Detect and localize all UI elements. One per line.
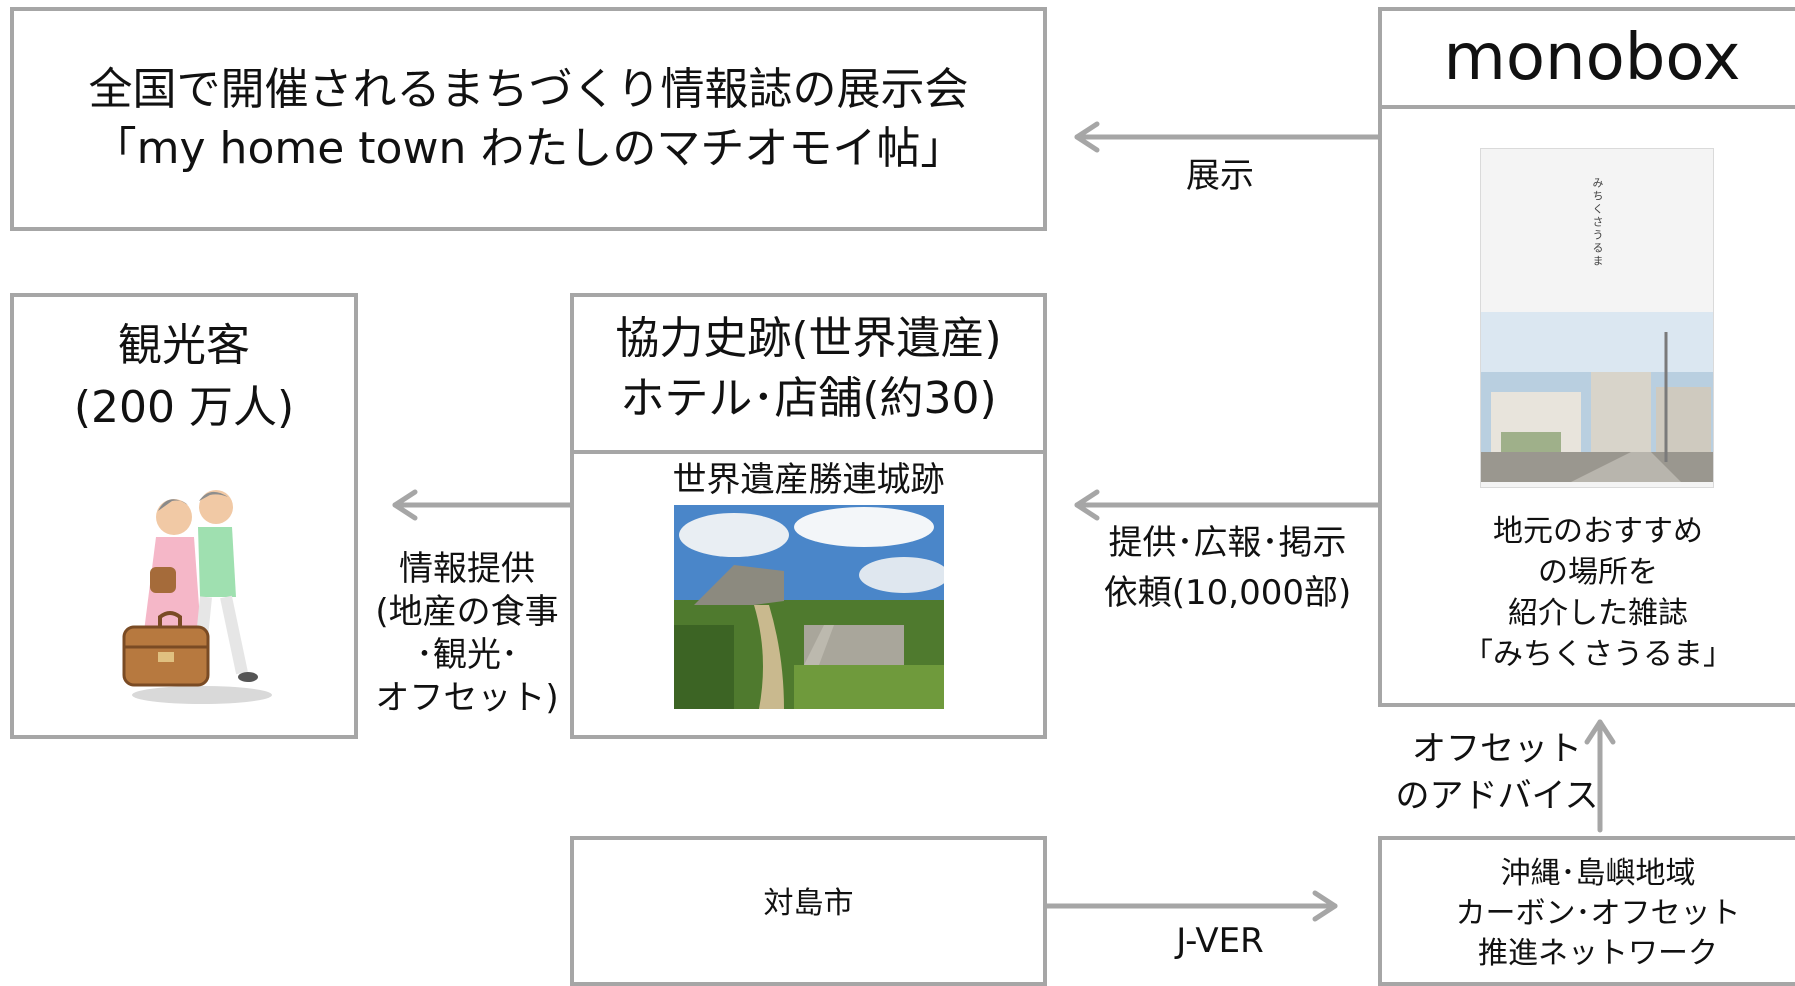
partners-box: 協力史跡(世界遺産) ホテル･店舗(約30) 世界遺産勝連城跡 <box>570 293 1047 739</box>
network-line: 沖縄･島嶼地域 <box>1500 856 1696 891</box>
arrow-jver-head <box>1312 890 1338 922</box>
travelers-illustration <box>122 490 272 704</box>
partners-line2: ホテル･店舗(約30) <box>620 373 997 424</box>
arrow-label-jver: J-VER <box>1176 921 1264 961</box>
monobox-title: monobox <box>1443 21 1741 95</box>
arrow-exhibit-head <box>1074 121 1100 153</box>
info-line: 情報提供 <box>399 549 535 589</box>
network-line: カーボン･オフセット <box>1455 896 1741 931</box>
info-line: (地産の食事 <box>375 592 559 632</box>
advice-line: のアドバイス <box>1395 776 1599 816</box>
info-line: ･観光･ <box>416 635 518 675</box>
tourists-count: (200 万人) <box>73 382 295 433</box>
partners-divider <box>574 450 1043 454</box>
arrow-provide-head <box>1074 489 1100 521</box>
exhibition-line1: 全国で開催されるまちづくり情報誌の展示会 <box>88 63 969 115</box>
monobox-box: monobox みちくさうるま 地元のおすすめ の場所を 紹介した雑誌 「みちく… <box>1378 7 1795 707</box>
magazine-caption-line: 地元のおすすめ <box>1493 514 1703 549</box>
provide-line: 提供･広報･掲示 <box>1108 523 1347 563</box>
exhibition-box: 全国で開催されるまちづくり情報誌の展示会 「my home town わたしのマ… <box>10 7 1047 231</box>
tourists-box: 観光客 (200 万人) <box>10 293 358 739</box>
exhibition-line2: 「my home town わたしのマチオモイ帖」 <box>92 123 965 174</box>
magazine-caption-line: 「みちくさうるま」 <box>1463 637 1733 672</box>
castle-photo <box>674 505 944 709</box>
advice-line: オフセット <box>1412 729 1582 769</box>
arrow-label-provide: 提供･広報･掲示 依頼(10,000部) <box>1085 518 1370 618</box>
partners-label: 協力史跡(世界遺産) ホテル･店舗(約30) <box>574 309 1043 429</box>
magazine-caption-line: の場所を <box>1538 555 1658 590</box>
arrow-label-advice: オフセット のアドバイス <box>1372 726 1622 820</box>
partners-line1: 協力史跡(世界遺産) <box>615 313 1002 364</box>
arrow-label-info: 情報提供 (地産の食事 ･観光･ オフセット) <box>362 548 572 720</box>
tsushima-label: 対島市 <box>763 886 854 921</box>
arrow-label-exhibit: 展示 <box>1186 156 1254 196</box>
provide-line: 依頼(10,000部) <box>1103 573 1352 613</box>
network-box: 沖縄･島嶼地域 カーボン･オフセット 推進ネットワーク <box>1378 836 1795 986</box>
magazine-street-photo <box>1481 312 1713 482</box>
magazine-caption: 地元のおすすめ の場所を 紹介した雑誌 「みちくさうるま」 <box>1382 511 1795 675</box>
site-label: 世界遺産勝連城跡 <box>672 460 945 500</box>
network-line: 推進ネットワーク <box>1478 936 1718 971</box>
tourists-title: 観光客 <box>118 320 250 371</box>
monobox-divider <box>1382 105 1795 109</box>
magazine-cover: みちくさうるま <box>1480 148 1714 488</box>
tsushima-box: 対島市 <box>570 836 1047 986</box>
arrow-advice-head <box>1584 719 1616 745</box>
arrow-info-head <box>392 489 418 521</box>
magazine-caption-line: 紹介した雑誌 <box>1508 596 1688 631</box>
info-line: オフセット) <box>375 678 559 718</box>
magazine-cover-title: みちくさうるま <box>1591 177 1604 268</box>
network-label: 沖縄･島嶼地域 カーボン･オフセット 推進ネットワーク <box>1382 854 1795 974</box>
tourists-label: 観光客 (200 万人) <box>14 315 354 439</box>
